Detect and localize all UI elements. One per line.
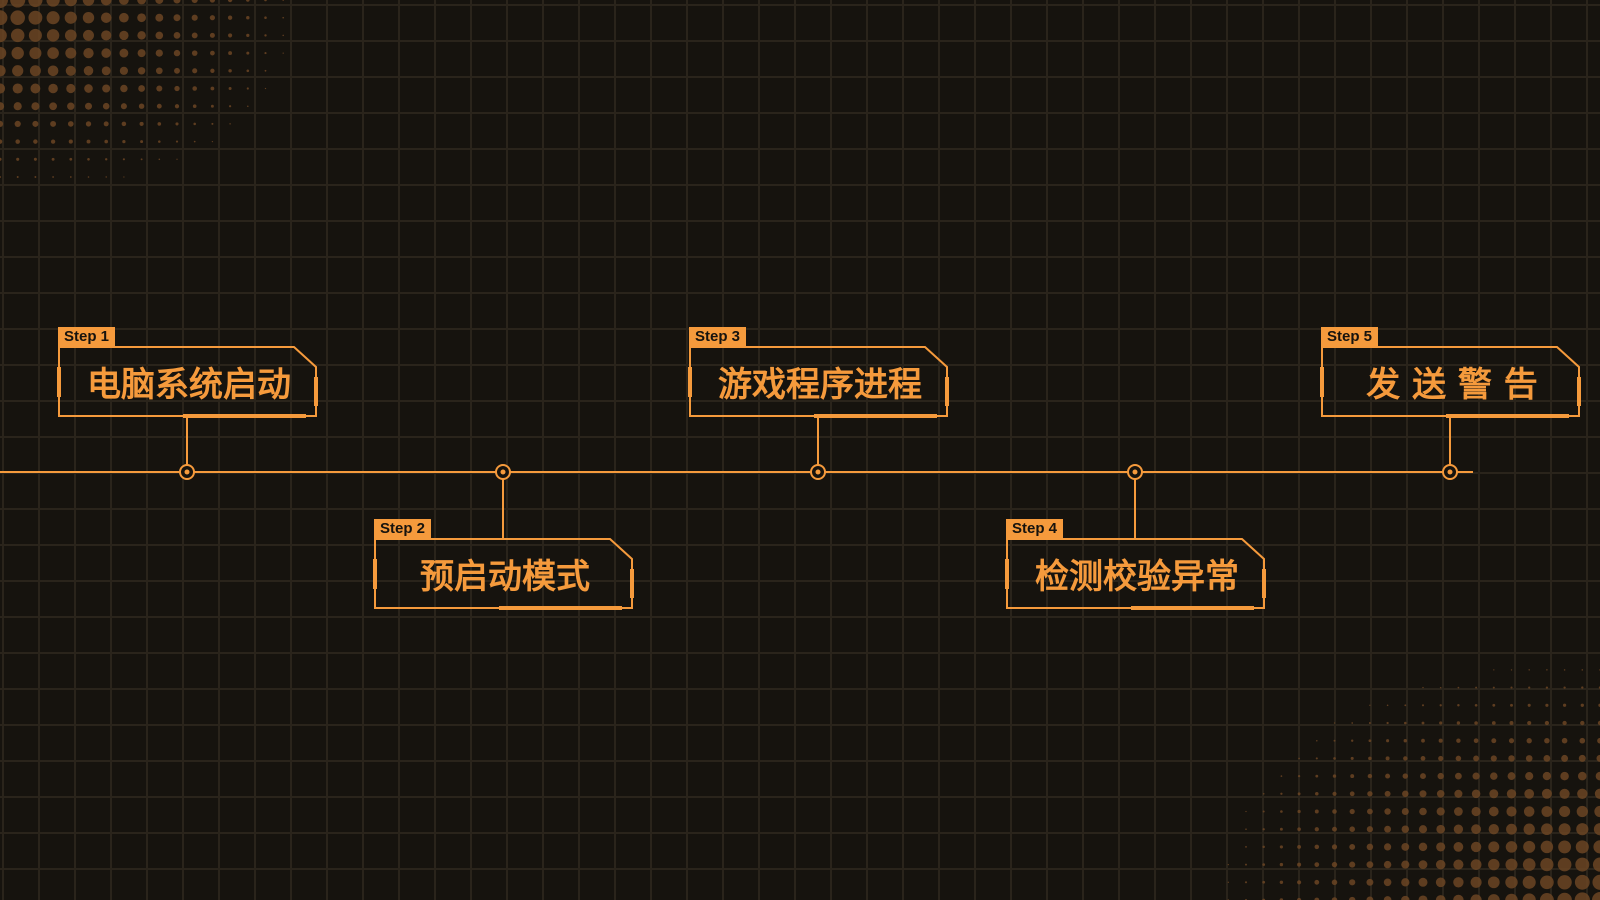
step-title: 发 送 警 告 bbox=[1366, 365, 1538, 405]
step-title: 游戏程序进程 bbox=[718, 365, 922, 405]
step-card-2: Step 2 预启动模式 bbox=[374, 519, 636, 611]
step-frame bbox=[689, 346, 948, 417]
step-tag: Step 2 bbox=[374, 519, 432, 538]
step-tag: Step 4 bbox=[1006, 519, 1064, 538]
step-tag: Step 3 bbox=[689, 327, 747, 346]
frame-accent bbox=[688, 367, 949, 418]
step-tag: Step 1 bbox=[58, 327, 116, 346]
frame-accent bbox=[373, 559, 634, 610]
step-title: 检测校验异常 bbox=[1035, 557, 1239, 597]
step-frame bbox=[1006, 538, 1265, 609]
frame-accent bbox=[57, 367, 318, 418]
step-frame bbox=[374, 538, 633, 609]
step-tag: Step 5 bbox=[1321, 327, 1379, 346]
frame-accent bbox=[1320, 367, 1581, 418]
frame-accent bbox=[1005, 559, 1266, 610]
step-card-3: Step 3 游戏程序进程 bbox=[689, 327, 951, 419]
step-title: 预启动模式 bbox=[420, 557, 590, 597]
step-card-5: Step 5 发 送 警 告 bbox=[1321, 327, 1583, 419]
step-card-4: Step 4 检测校验异常 bbox=[1006, 519, 1268, 611]
timeline bbox=[0, 346, 1581, 610]
step-card-1: Step 1 电脑系统启动 bbox=[58, 327, 320, 419]
step-frame bbox=[1321, 346, 1580, 417]
step-title: 电脑系统启动 bbox=[87, 365, 291, 405]
step-frame bbox=[58, 346, 317, 417]
